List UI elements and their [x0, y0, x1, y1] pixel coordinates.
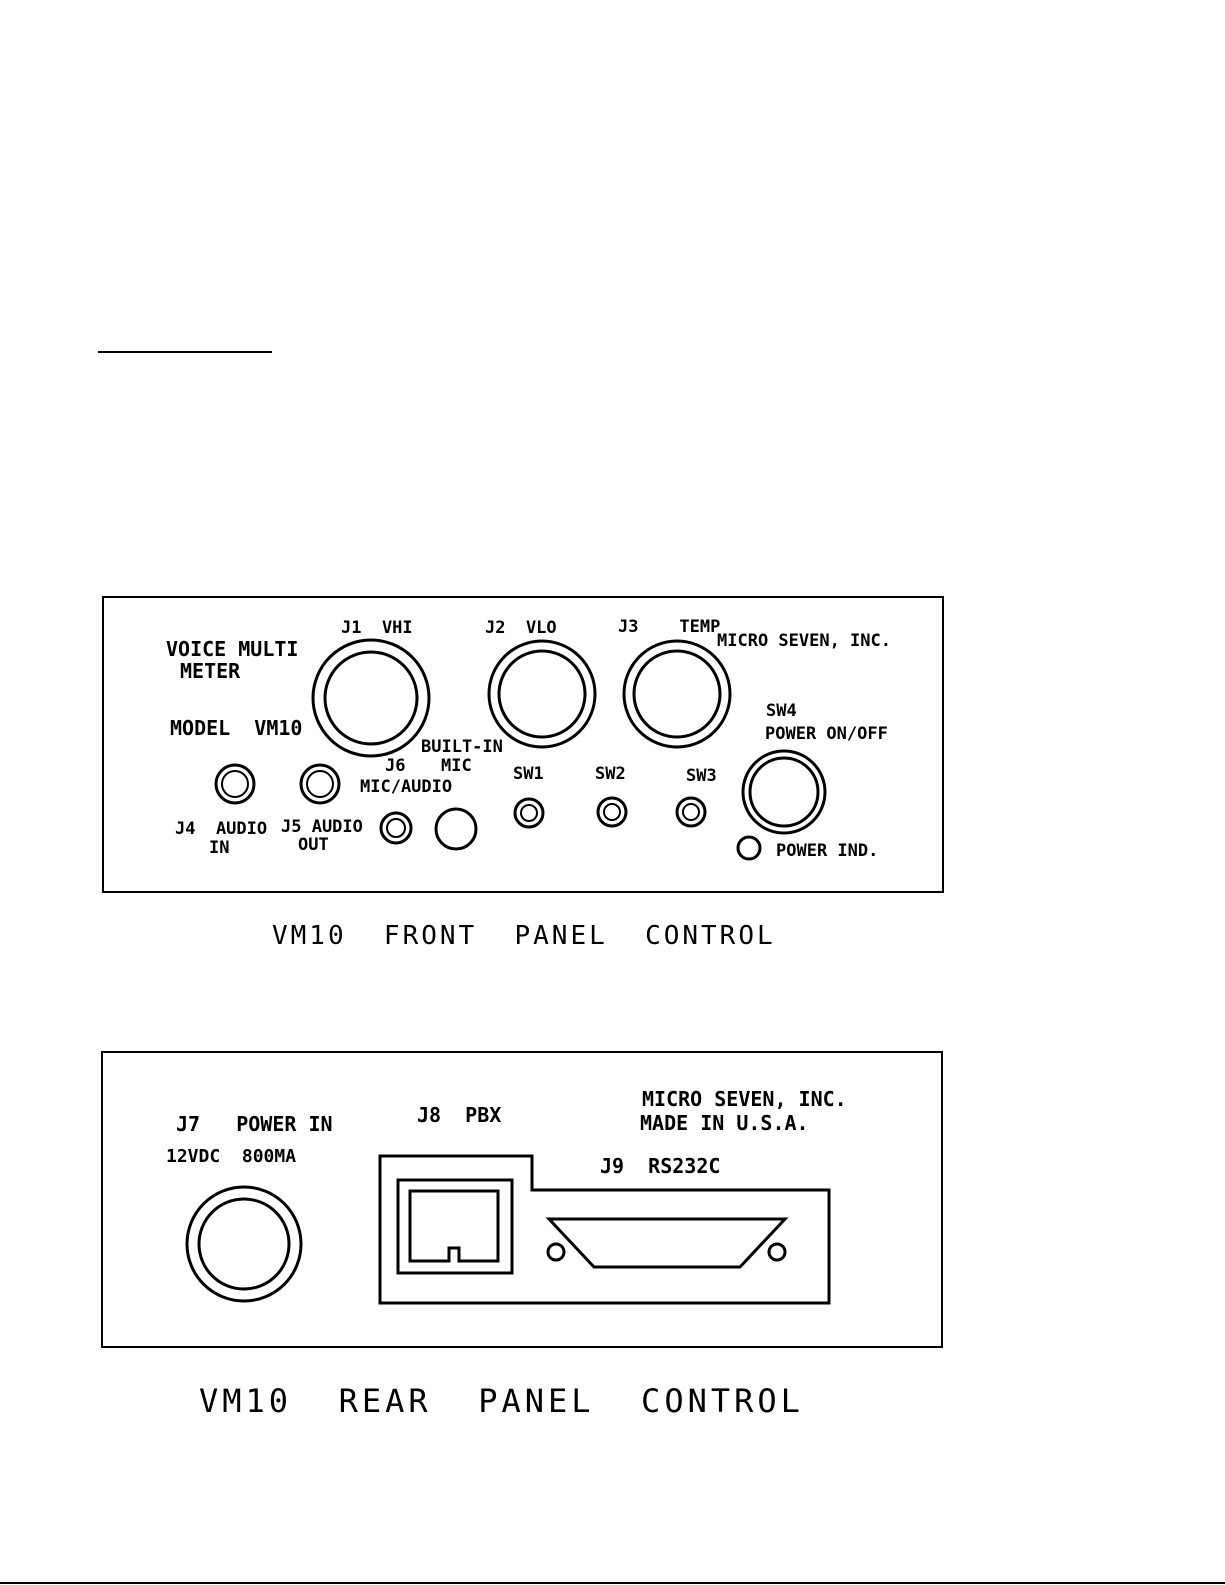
j9-rs232c-connector [545, 1217, 789, 1269]
j3-connector [622, 639, 732, 749]
sw2-button [596, 796, 628, 828]
rear-panel: J7 POWER IN 12VDC 800MA J8 PBX MICRO SEV… [101, 1051, 943, 1420]
rear-panel-outline [101, 1051, 943, 1348]
label-j5-out: OUT [298, 835, 329, 855]
label-rear-company: MICRO SEVEN, INC. [642, 1087, 847, 1111]
label-meter: METER [180, 659, 241, 683]
label-sw1: SW1 [513, 764, 544, 784]
label-j1: J1 VHI [341, 618, 413, 638]
label-sw4: SW4 [766, 701, 797, 721]
label-j4-in: IN [209, 838, 229, 858]
j1-connector [311, 638, 431, 758]
label-j9: J9 RS232C [600, 1154, 720, 1178]
sw4-power-switch [741, 749, 827, 835]
label-j7: J7 POWER IN [176, 1112, 333, 1136]
front-panel-outline [102, 596, 944, 893]
label-power-onoff: POWER ON/OFF [765, 724, 888, 744]
label-mic: MIC [441, 756, 472, 776]
label-front-company: MICRO SEVEN, INC. [717, 631, 891, 651]
label-voice-multi: VOICE MULTI [166, 637, 298, 661]
sw3-button [675, 796, 707, 828]
j4-jack [214, 763, 256, 805]
label-made-in: MADE IN U.S.A. [640, 1111, 809, 1135]
label-j3: J3 TEMP [618, 617, 720, 637]
label-j5-audio: J5 AUDIO [281, 817, 363, 837]
label-mic-audio: MIC/AUDIO [360, 777, 452, 797]
j7-power-jack [185, 1185, 303, 1303]
label-j8: J8 PBX [417, 1103, 501, 1127]
front-panel: VOICE MULTI METER MODEL VM10 J1 VHI J2 V… [102, 596, 944, 951]
label-model: MODEL VM10 [170, 716, 302, 740]
j5-jack [299, 763, 341, 805]
built-in-mic [434, 807, 478, 851]
label-j6: J6 [385, 756, 405, 776]
rear-panel-caption: VM10 REAR PANEL CONTROL [199, 1382, 804, 1420]
label-sw2: SW2 [595, 764, 626, 784]
sw1-button [513, 797, 545, 829]
label-j7-spec: 12VDC 800MA [166, 1146, 296, 1167]
label-j4-audio: J4 AUDIO [175, 819, 267, 839]
power-indicator-led [736, 835, 762, 861]
connector-module-outline [378, 1154, 831, 1305]
label-built-in: BUILT-IN [421, 737, 503, 757]
j2-connector [487, 639, 597, 749]
front-panel-caption: VM10 FRONT PANEL CONTROL [272, 921, 776, 951]
label-sw3: SW3 [686, 766, 717, 786]
j8-pbx-jack [396, 1178, 514, 1275]
label-j2: J2 VLO [485, 618, 557, 638]
j6-jack [379, 811, 413, 845]
label-power-ind: POWER IND. [776, 841, 878, 861]
